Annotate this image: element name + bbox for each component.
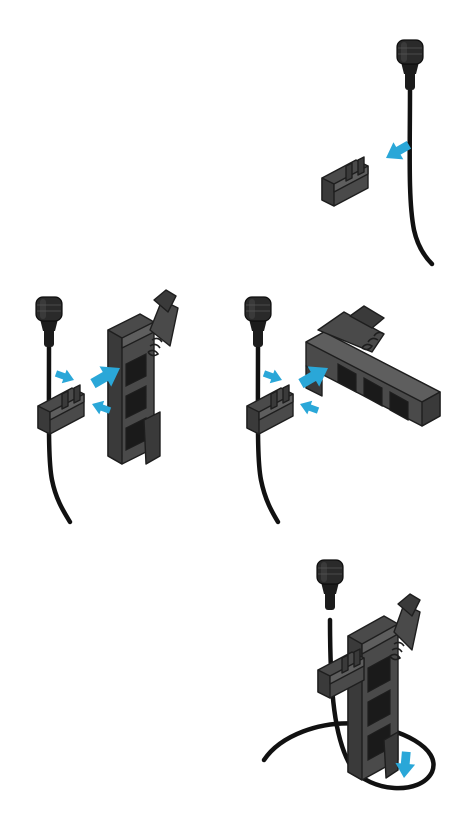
lavalier-microphone-icon [35, 296, 63, 348]
microphone-cable [46, 342, 73, 525]
cable-holder-icon [321, 156, 369, 207]
microphone-cable [255, 342, 281, 525]
microphone-cable [407, 85, 435, 267]
tie-clip-icon [347, 593, 421, 781]
step-4 [261, 559, 436, 791]
microphone-cable [261, 617, 436, 791]
step-3 [244, 296, 441, 525]
cable-holder-icon [246, 384, 294, 435]
lavalier-microphone-icon [244, 296, 272, 348]
tie-clip-icon [305, 305, 441, 427]
lavalier-microphone-icon [396, 39, 424, 91]
lavalier-microphone-icon [316, 559, 344, 611]
cable-holder-icon [37, 384, 85, 435]
step-2 [35, 289, 179, 525]
step-1 [321, 39, 435, 267]
tie-clip-icon [107, 289, 179, 465]
